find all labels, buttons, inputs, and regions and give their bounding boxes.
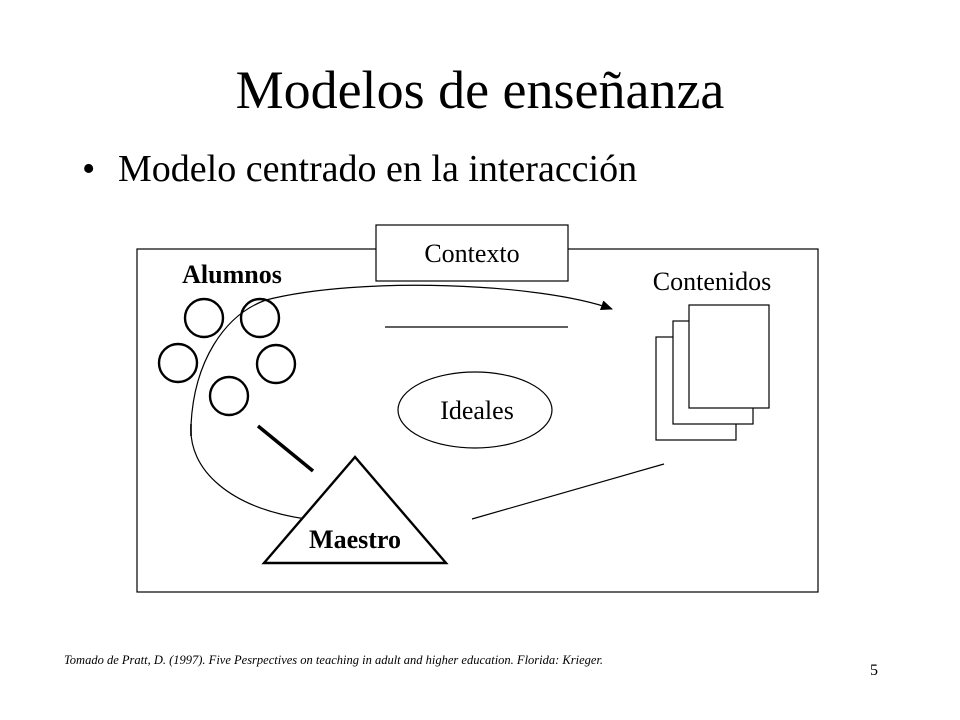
- interaction-arrow: [190, 284, 613, 520]
- context-box: [375, 224, 569, 282]
- citation: Tomado de Pratt, D. (1997). Five Pesrpec…: [64, 653, 604, 667]
- learner-circles: [157, 297, 297, 417]
- ideals-ellipse: [397, 371, 553, 449]
- content-pages: [655, 304, 770, 441]
- bullet-item: • Modelo centrado en la interacción: [82, 146, 637, 192]
- content-page: [688, 304, 770, 409]
- teacher-content-connector: [471, 463, 665, 520]
- ideals-label: Ideales: [440, 396, 514, 425]
- page-number: 5: [870, 662, 878, 679]
- teacher-label: Maestro: [309, 525, 401, 554]
- teacher-triangle: [261, 455, 449, 565]
- bullet-symbol: •: [82, 148, 96, 190]
- learner-circle: [183, 297, 225, 339]
- slide-title: Modelos de enseñanza: [235, 60, 725, 120]
- learners-label: Alumnos: [182, 260, 282, 289]
- learners-teacher-connector: [256, 424, 315, 473]
- learner-circle: [208, 375, 250, 417]
- context-label: Contexto: [424, 239, 519, 268]
- content-label: Contenidos: [653, 267, 771, 296]
- learner-circle: [255, 343, 297, 385]
- learner-circle: [157, 342, 199, 384]
- bullet-text: Modelo centrado en la interacción: [118, 148, 638, 190]
- learner-circle: [239, 297, 281, 339]
